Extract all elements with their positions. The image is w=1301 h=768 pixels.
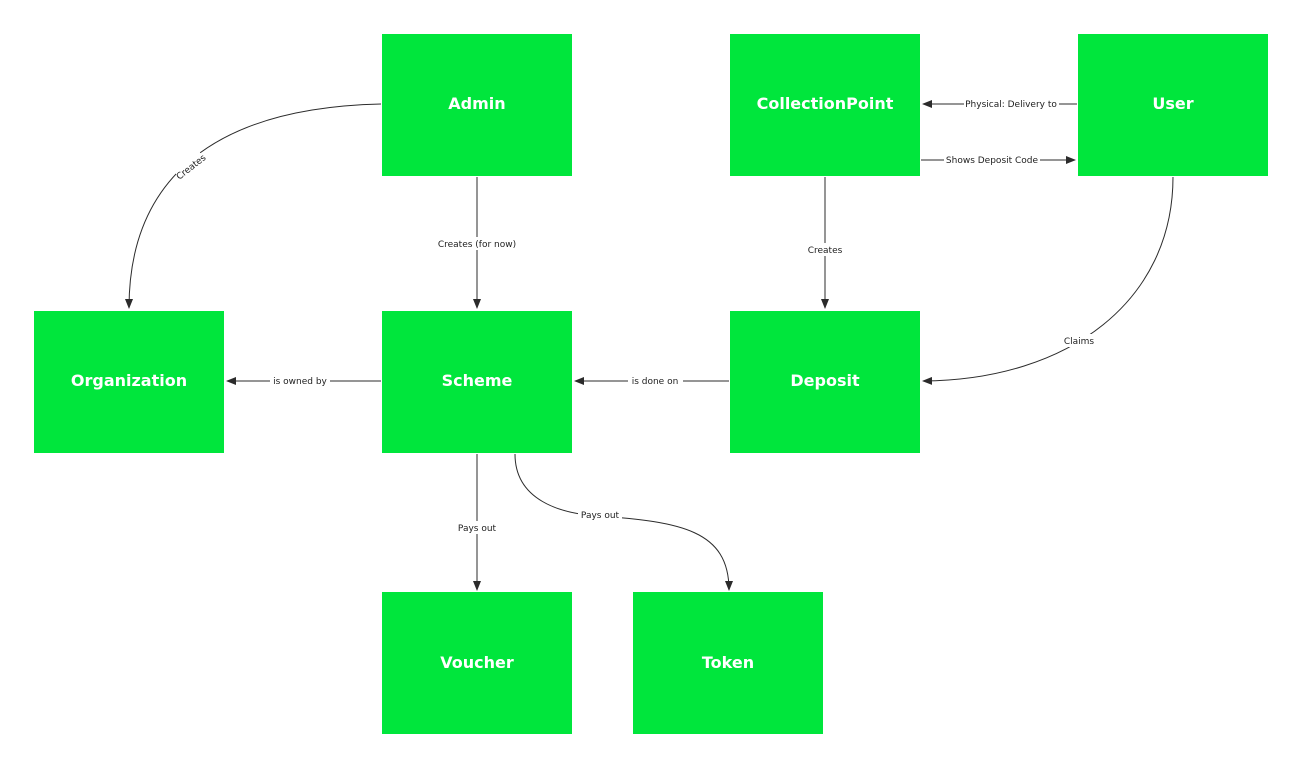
node-voucher[interactable]: Voucher: [382, 592, 572, 734]
edge-line: [125, 103, 382, 309]
edges-layer: Creates Creates (for now) Physical: Deli…: [125, 97, 1174, 591]
edge-label: is done on: [632, 377, 679, 387]
edge-scheme-owned-by-organization[interactable]: is owned by: [226, 374, 381, 387]
node-label: Admin: [448, 94, 505, 113]
node-label: Token: [702, 653, 754, 672]
node-label: Voucher: [440, 653, 514, 672]
edge-label: Pays out: [581, 511, 620, 521]
edge-label: Claims: [1064, 337, 1095, 347]
node-collection-point[interactable]: CollectionPoint: [730, 34, 920, 176]
node-label: Deposit: [790, 371, 860, 390]
edge-scheme-pays-token[interactable]: Pays out: [514, 453, 733, 591]
node-scheme[interactable]: Scheme: [382, 311, 572, 453]
edge-deposit-done-on-scheme[interactable]: is done on: [574, 374, 729, 387]
node-label: Organization: [71, 371, 187, 390]
edge-collection-point-shows-code[interactable]: Shows Deposit Code: [921, 153, 1076, 166]
edge-collection-point-creates-deposit[interactable]: Creates: [806, 177, 844, 309]
edge-line: [514, 453, 733, 591]
node-label: Scheme: [442, 371, 513, 390]
node-deposit[interactable]: Deposit: [730, 311, 920, 453]
edge-scheme-pays-voucher[interactable]: Pays out: [455, 454, 499, 591]
edge-user-delivery-to-collection-point[interactable]: Physical: Delivery to: [922, 97, 1077, 110]
edge-line: [922, 176, 1174, 385]
edge-label: is owned by: [273, 377, 327, 387]
node-token[interactable]: Token: [633, 592, 823, 734]
node-label: CollectionPoint: [757, 94, 894, 113]
edge-label: Shows Deposit Code: [946, 156, 1039, 166]
nodes-layer: Admin CollectionPoint User Organization …: [34, 34, 1268, 734]
node-label: User: [1152, 94, 1193, 113]
edge-admin-creates-organization[interactable]: Creates: [125, 103, 382, 309]
node-organization[interactable]: Organization: [34, 311, 224, 453]
edge-label: Creates: [808, 246, 843, 256]
node-admin[interactable]: Admin: [382, 34, 572, 176]
edge-user-claims-deposit[interactable]: Claims: [922, 176, 1174, 385]
edge-label: Physical: Delivery to: [965, 100, 1057, 110]
edge-label: Pays out: [458, 524, 497, 534]
edge-label: Creates (for now): [438, 240, 516, 250]
node-user[interactable]: User: [1078, 34, 1268, 176]
edge-admin-creates-scheme[interactable]: Creates (for now): [437, 177, 517, 309]
